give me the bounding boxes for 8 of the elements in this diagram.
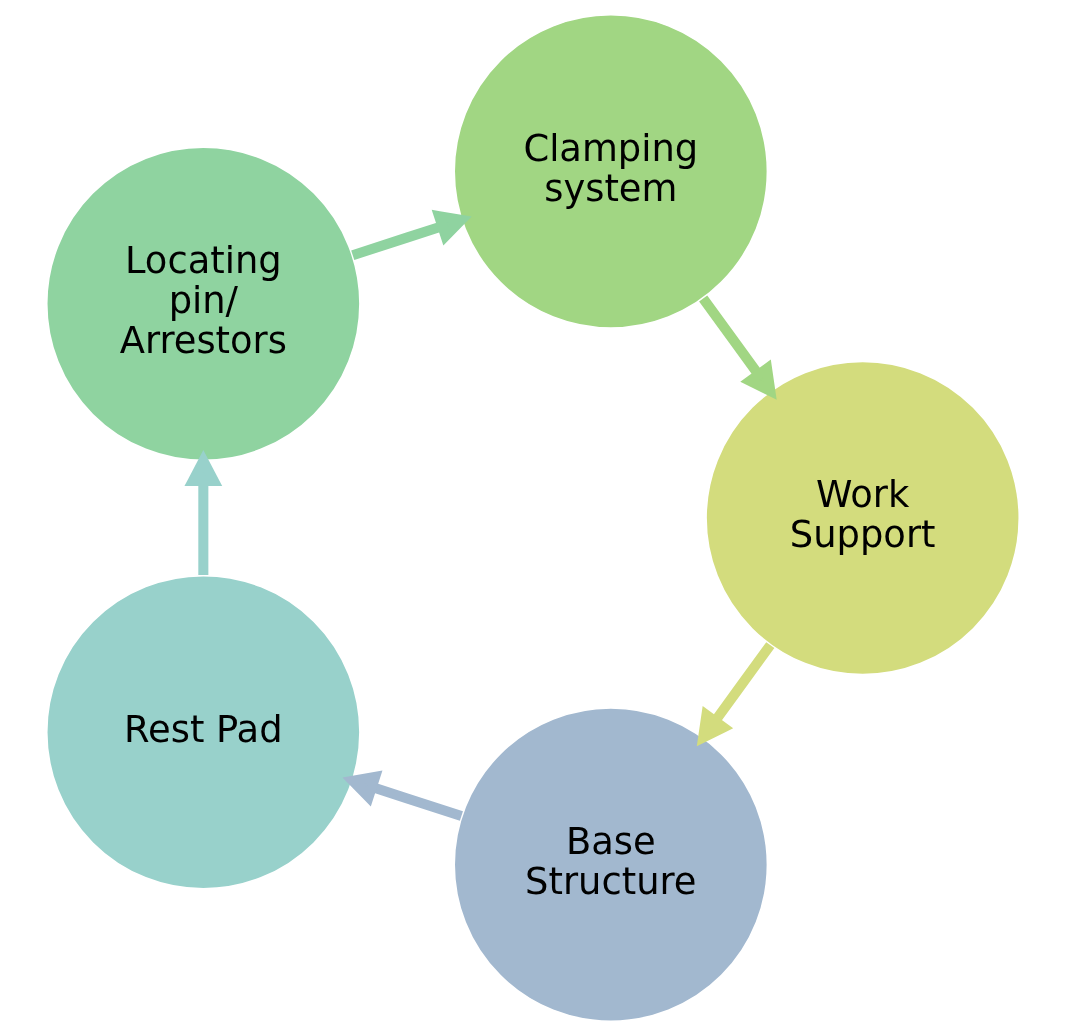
node-circle: Rest Pad — [45, 574, 361, 890]
node-circle: Clamping system — [453, 13, 769, 329]
arrow — [351, 209, 472, 260]
arrow — [699, 295, 777, 400]
arrow — [696, 642, 775, 747]
arrow — [184, 450, 223, 576]
node-circle: Locating pin/ Arrestors — [45, 146, 361, 462]
arrow — [342, 770, 463, 821]
